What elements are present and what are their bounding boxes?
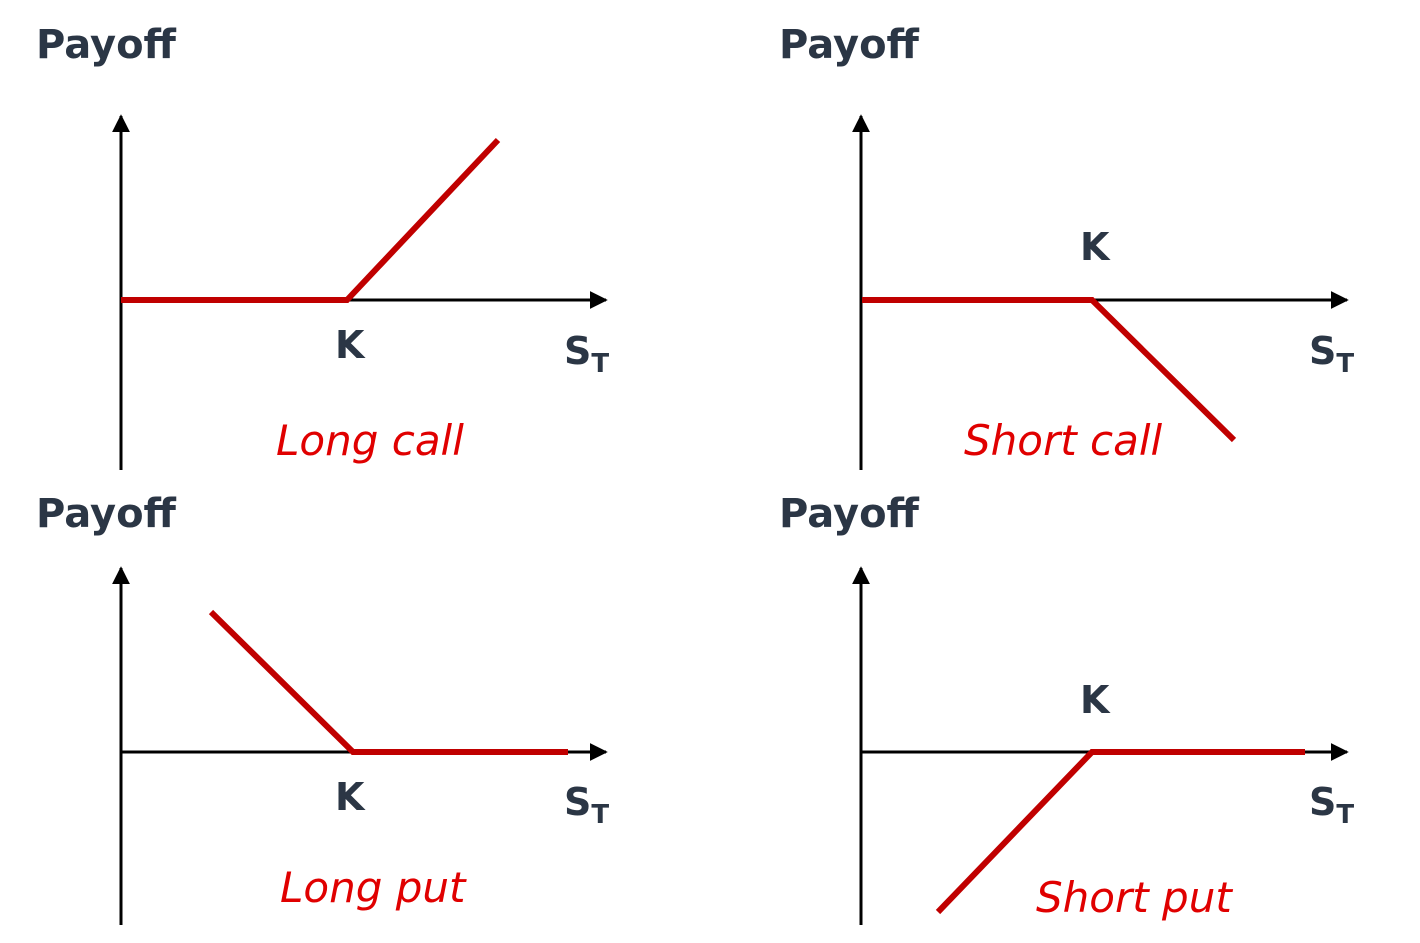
x-axis-label: ST	[1309, 780, 1354, 830]
payoff-line	[121, 137, 501, 303]
panel-long-call: Payoff K ST Long call	[36, 22, 609, 470]
caption: Short put	[1036, 873, 1233, 922]
strike-label: K	[1080, 678, 1111, 722]
caption: Short call	[964, 416, 1163, 465]
y-axis-label: Payoff	[36, 491, 177, 537]
panel-short-call: Payoff K ST Short call	[779, 22, 1354, 470]
strike-label: K	[1080, 225, 1111, 269]
payoff-line	[935, 749, 1305, 915]
payoff-line	[208, 609, 568, 755]
caption: Long call	[276, 416, 464, 465]
y-axis-label: Payoff	[779, 491, 920, 537]
strike-label: K	[335, 775, 366, 819]
panel-short-put: Payoff K ST Short put	[779, 491, 1354, 925]
y-axis-label: Payoff	[779, 22, 920, 68]
caption: Long put	[280, 863, 467, 912]
y-axis-label: Payoff	[36, 22, 177, 68]
strike-label: K	[335, 323, 366, 367]
x-axis-label: ST	[564, 780, 609, 830]
x-axis-label: ST	[564, 329, 609, 379]
panel-long-put: Payoff K ST Long put	[36, 491, 609, 925]
x-axis-label: ST	[1309, 329, 1354, 379]
payoff-line	[862, 297, 1237, 443]
